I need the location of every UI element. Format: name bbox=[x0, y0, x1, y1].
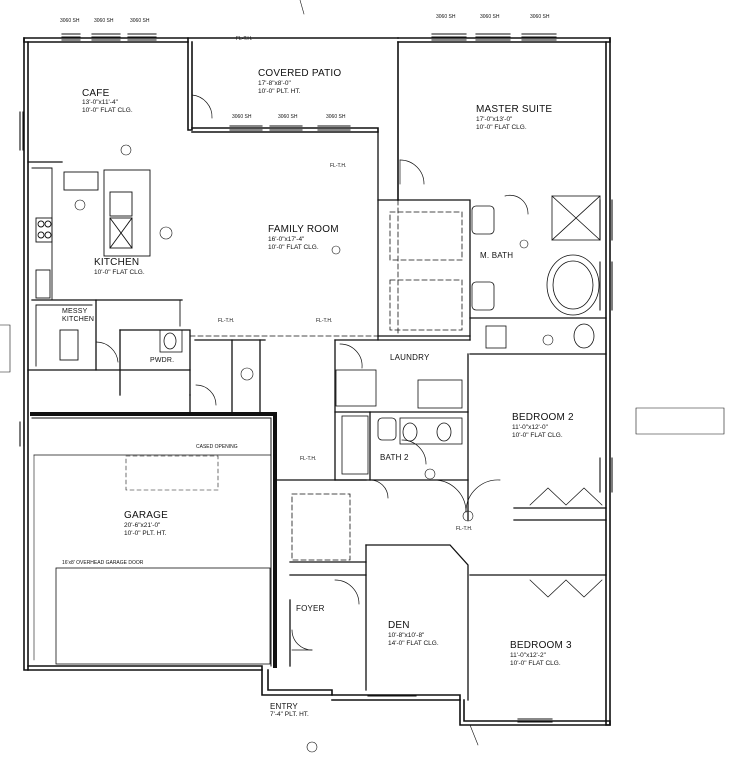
foyer-label: FOYER bbox=[296, 604, 325, 613]
entry-label: ENTRY bbox=[270, 702, 298, 711]
bedroom3-label: BEDROOM 3 bbox=[510, 640, 572, 651]
pwdr-label: PWDR. bbox=[150, 357, 175, 364]
family-room-dims: 16'-0"x17'-4" bbox=[268, 236, 305, 243]
patio-window-tag: 3060 SH bbox=[326, 114, 346, 120]
kitchen-label: KITCHEN bbox=[94, 257, 140, 268]
cafe-dims: 13'-0"x11'-4" bbox=[82, 99, 118, 106]
header-tag: FL-T.H. bbox=[330, 163, 347, 169]
garage-ceiling: 10'-0" PLT. HT. bbox=[124, 530, 167, 537]
bedroom2-label: BEDROOM 2 bbox=[512, 412, 574, 423]
misc-lines bbox=[0, 0, 725, 746]
covered-patio-label: COVERED PATIO bbox=[258, 68, 342, 79]
bedroom3-ceiling: 10'-0" FLAT CLG. bbox=[510, 660, 561, 667]
cafe-ceiling: 10'-0" FLAT CLG. bbox=[82, 107, 133, 114]
header-tag: FL-T.H. bbox=[456, 526, 473, 532]
master-suite-ceiling: 10'-0" FLAT CLG. bbox=[476, 124, 527, 131]
master-suite-dims: 17'-0"x13'-0" bbox=[476, 116, 513, 123]
header-tag: FL-T.H. bbox=[236, 36, 253, 42]
messy-kitchen-label: MESSY KITCHEN bbox=[62, 308, 95, 323]
bedroom3-dims: 11'-0"x12'-2" bbox=[510, 652, 546, 659]
patio-window-tag: 3060 SH bbox=[278, 114, 298, 120]
window-tag: 3060 SH bbox=[530, 14, 550, 20]
cased-opening-tag: CASED OPENING bbox=[196, 444, 238, 450]
patio-window-tag: 3060 SH bbox=[232, 114, 252, 120]
kitchen-ceiling: 10'-0" FLAT CLG. bbox=[94, 269, 145, 276]
interior-walls bbox=[27, 131, 607, 701]
bath2-label: BATH 2 bbox=[380, 453, 409, 462]
window-tag: 3060 SH bbox=[60, 18, 80, 24]
bedroom2-ceiling: 10'-0" FLAT CLG. bbox=[512, 432, 563, 439]
den-dims: 10'-8"x10'-8" bbox=[388, 632, 425, 639]
header-tag: FL-T.H. bbox=[218, 318, 235, 324]
covered-patio-ceiling: 10'-0" PLT. HT. bbox=[258, 88, 301, 95]
cafe-label: CAFE bbox=[82, 88, 110, 99]
laundry-label: LAUNDRY bbox=[390, 353, 430, 362]
den-label: DEN bbox=[388, 620, 410, 631]
family-room-ceiling: 10'-0" FLAT CLG. bbox=[268, 244, 319, 251]
garage-dims: 20'-6"x21'-0" bbox=[124, 522, 161, 529]
dashed-openings bbox=[189, 199, 463, 561]
kitchen-cabinets bbox=[31, 167, 181, 367]
window-tag: 3060 SH bbox=[130, 18, 150, 24]
window-tag: 3060 SH bbox=[480, 14, 500, 20]
garage-walls bbox=[30, 412, 277, 668]
family-room-label: FAMILY ROOM bbox=[268, 224, 339, 235]
door-swings bbox=[95, 94, 603, 651]
exterior-walls bbox=[23, 37, 611, 726]
header-tag: FL-T.H. bbox=[316, 318, 333, 324]
covered-patio-dims: 17'-8"x8'-0" bbox=[258, 80, 291, 87]
ceiling-symbols bbox=[74, 144, 554, 753]
garage-label: GARAGE bbox=[124, 510, 168, 521]
garage-door-tag: 16'x8' OVERHEAD GARAGE DOOR bbox=[62, 560, 144, 566]
den-ceiling: 14'-0" FLAT CLG. bbox=[388, 640, 439, 647]
bedroom2-dims: 11'-0"x12'-0" bbox=[512, 424, 548, 431]
header-tag: FL-T.H. bbox=[300, 456, 317, 462]
entry-ceiling: 7'-4" PLT. HT. bbox=[270, 711, 309, 718]
window-tag: 3060 SH bbox=[436, 14, 456, 20]
m-bath-label: M. BATH bbox=[480, 251, 514, 260]
windows bbox=[19, 33, 613, 723]
master-suite-label: MASTER SUITE bbox=[476, 104, 553, 115]
window-tag: 3060 SH bbox=[94, 18, 114, 24]
